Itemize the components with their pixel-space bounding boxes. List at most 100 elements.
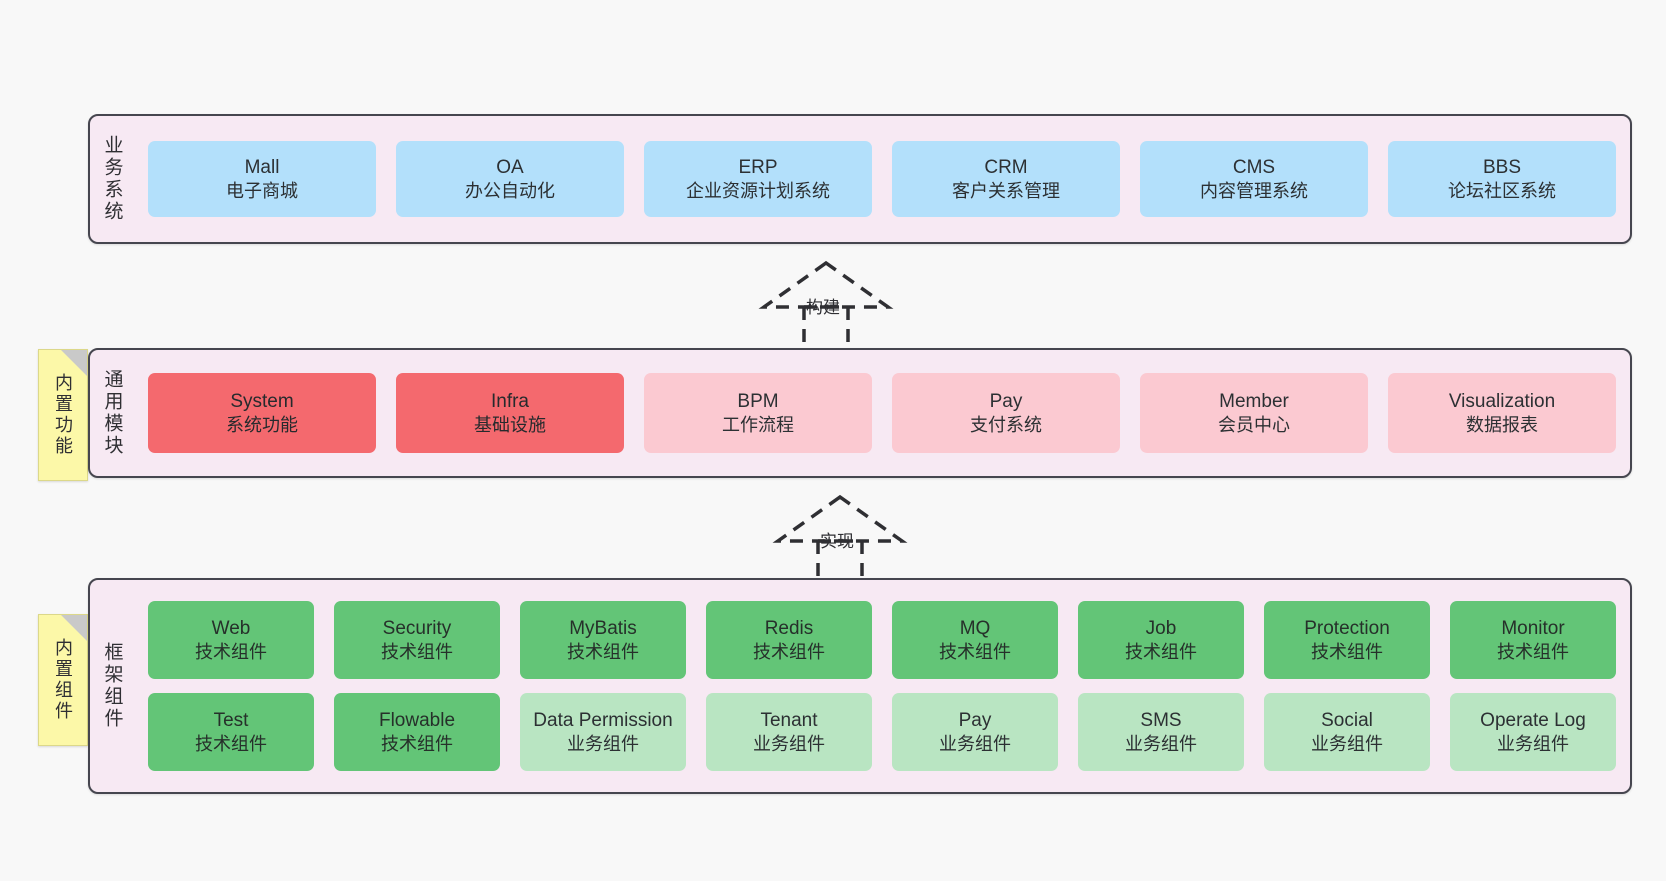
node-test[interactable]: Test 技术组件 — [148, 693, 314, 771]
node-title: Social — [1321, 709, 1373, 731]
node-crm[interactable]: CRM 客户关系管理 — [892, 141, 1120, 217]
node-subtitle: 会员中心 — [1218, 414, 1290, 435]
node-subtitle: 业务组件 — [1497, 733, 1569, 754]
fold-corner-icon — [61, 350, 87, 376]
node-flowable[interactable]: Flowable 技术组件 — [334, 693, 500, 771]
node-social[interactable]: Social 业务组件 — [1264, 693, 1430, 771]
node-title: BBS — [1482, 156, 1522, 178]
node-pay-business[interactable]: Pay 业务组件 — [892, 693, 1058, 771]
node-title: Pay — [958, 709, 992, 731]
fold-corner-icon — [61, 615, 87, 641]
node-subtitle: 技术组件 — [1497, 641, 1569, 662]
node-subtitle: 业务组件 — [753, 733, 825, 754]
node-title: Test — [213, 709, 249, 731]
node-erp[interactable]: ERP 企业资源计划系统 — [644, 141, 872, 217]
layer-framework-components[interactable]: 框架组件 Web 技术组件 Security 技术组件 MyBatis 技术组件… — [88, 578, 1632, 794]
node-visualization[interactable]: Visualization 数据报表 — [1388, 373, 1616, 453]
layer-body-framework-components: Web 技术组件 Security 技术组件 MyBatis 技术组件 Redi… — [134, 580, 1630, 792]
node-mybatis[interactable]: MyBatis 技术组件 — [520, 601, 686, 679]
node-subtitle: 企业资源计划系统 — [686, 180, 830, 201]
node-subtitle: 技术组件 — [381, 641, 453, 662]
node-subtitle: 数据报表 — [1466, 414, 1538, 435]
node-monitor[interactable]: Monitor 技术组件 — [1450, 601, 1616, 679]
node-bbs[interactable]: BBS 论坛社区系统 — [1388, 141, 1616, 217]
node-job[interactable]: Job 技术组件 — [1078, 601, 1244, 679]
node-subtitle: 电子商城 — [226, 180, 298, 201]
connector-implement-label: 实现 — [820, 532, 854, 551]
sticky-note-label: 内置组件 — [53, 638, 73, 722]
node-title: Security — [382, 617, 452, 639]
layer-title-common-modules: 通用模块 — [101, 369, 123, 457]
node-tenant[interactable]: Tenant 业务组件 — [706, 693, 872, 771]
node-subtitle: 业务组件 — [1125, 733, 1197, 754]
node-row: Test 技术组件 Flowable 技术组件 Data Permission … — [148, 693, 1616, 771]
node-title: Visualization — [1448, 390, 1556, 412]
layer-business-systems[interactable]: 业务系统 Mall 电子商城 OA 办公自动化 ERP 企业资源计划系统 CRM… — [88, 114, 1632, 244]
node-subtitle: 业务组件 — [567, 733, 639, 754]
node-cms[interactable]: CMS 内容管理系统 — [1140, 141, 1368, 217]
node-row: Mall 电子商城 OA 办公自动化 ERP 企业资源计划系统 CRM 客户关系… — [148, 141, 1616, 217]
node-title: CRM — [984, 156, 1028, 178]
node-title: Pay — [989, 390, 1023, 412]
layer-body-common-modules: System 系统功能 Infra 基础设施 BPM 工作流程 Pay 支付系统… — [134, 350, 1630, 476]
node-subtitle: 内容管理系统 — [1200, 180, 1308, 201]
node-subtitle: 客户关系管理 — [952, 180, 1060, 201]
node-title: Protection — [1304, 617, 1390, 639]
node-title: SMS — [1140, 709, 1182, 731]
node-subtitle: 技术组件 — [195, 733, 267, 754]
node-title: System — [230, 390, 294, 412]
node-title: Mall — [244, 156, 280, 178]
node-subtitle: 技术组件 — [1311, 641, 1383, 662]
node-protection[interactable]: Protection 技术组件 — [1264, 601, 1430, 679]
node-subtitle: 业务组件 — [1311, 733, 1383, 754]
node-title: Monitor — [1501, 617, 1565, 639]
node-title: Job — [1145, 617, 1177, 639]
node-subtitle: 技术组件 — [1125, 641, 1197, 662]
layer-body-business-systems: Mall 电子商城 OA 办公自动化 ERP 企业资源计划系统 CRM 客户关系… — [134, 116, 1630, 242]
node-title: Tenant — [760, 709, 818, 731]
node-sms[interactable]: SMS 业务组件 — [1078, 693, 1244, 771]
node-title: Data Permission — [533, 709, 673, 731]
layer-title-framework-components: 框架组件 — [101, 642, 123, 730]
node-title: Infra — [490, 390, 530, 412]
node-title: MyBatis — [569, 617, 637, 639]
node-title: Flowable — [378, 709, 456, 731]
node-subtitle: 工作流程 — [722, 414, 794, 435]
node-title: Redis — [764, 617, 814, 639]
node-title: Member — [1219, 390, 1289, 412]
node-subtitle: 技术组件 — [195, 641, 267, 662]
node-oa[interactable]: OA 办公自动化 — [396, 141, 624, 217]
node-subtitle: 技术组件 — [567, 641, 639, 662]
node-system[interactable]: System 系统功能 — [148, 373, 376, 453]
sticky-note-builtin-components[interactable]: 内置组件 — [38, 614, 88, 746]
node-pay[interactable]: Pay 支付系统 — [892, 373, 1120, 453]
node-title: OA — [496, 156, 524, 178]
node-subtitle: 技术组件 — [753, 641, 825, 662]
node-member[interactable]: Member 会员中心 — [1140, 373, 1368, 453]
node-subtitle: 业务组件 — [939, 733, 1011, 754]
node-subtitle: 论坛社区系统 — [1448, 180, 1556, 201]
node-security[interactable]: Security 技术组件 — [334, 601, 500, 679]
node-title: MQ — [959, 617, 991, 639]
connector-build-label: 构建 — [806, 298, 840, 317]
layer-common-modules[interactable]: 通用模块 System 系统功能 Infra 基础设施 BPM 工作流程 Pay… — [88, 348, 1632, 478]
node-title: Web — [211, 617, 251, 639]
node-title: CMS — [1232, 156, 1276, 178]
node-subtitle: 技术组件 — [939, 641, 1011, 662]
node-operate-log[interactable]: Operate Log 业务组件 — [1450, 693, 1616, 771]
node-web[interactable]: Web 技术组件 — [148, 601, 314, 679]
node-subtitle: 系统功能 — [226, 414, 298, 435]
node-mall[interactable]: Mall 电子商城 — [148, 141, 376, 217]
node-title: Operate Log — [1480, 709, 1586, 731]
node-subtitle: 技术组件 — [381, 733, 453, 754]
node-infra[interactable]: Infra 基础设施 — [396, 373, 624, 453]
node-mq[interactable]: MQ 技术组件 — [892, 601, 1058, 679]
node-subtitle: 支付系统 — [970, 414, 1042, 435]
node-redis[interactable]: Redis 技术组件 — [706, 601, 872, 679]
connector-build: 构建 — [756, 255, 906, 350]
sticky-note-builtin-features[interactable]: 内置功能 — [38, 349, 88, 481]
node-bpm[interactable]: BPM 工作流程 — [644, 373, 872, 453]
node-data-permission[interactable]: Data Permission 业务组件 — [520, 693, 686, 771]
node-title: BPM — [737, 390, 779, 412]
